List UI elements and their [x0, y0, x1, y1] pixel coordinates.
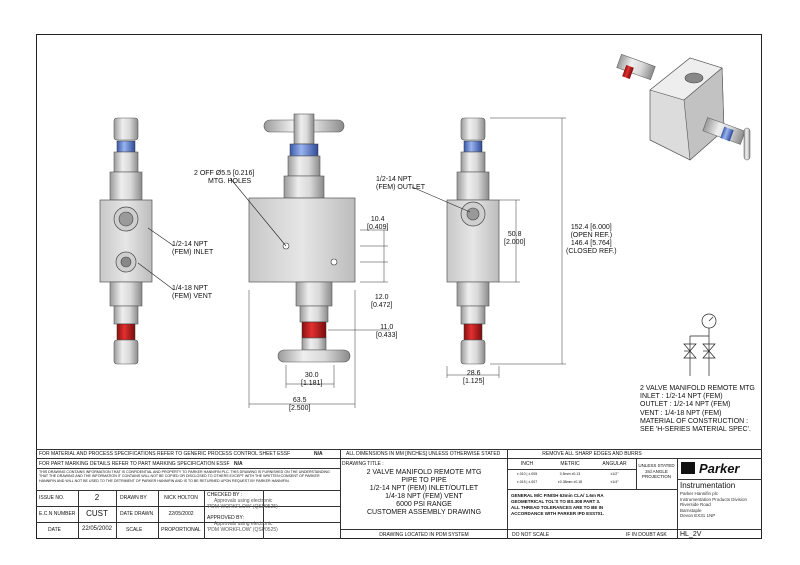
scale: PROPORTIONAL [161, 527, 201, 533]
dimensions-note: ALL DIMENSIONS IN MM [INCHES] UNLESS OTH… [346, 451, 501, 457]
scale-label: SCALE [126, 527, 143, 533]
dim-63-5: 63.5[2.500] [289, 397, 311, 412]
inlet-label: 1/2-14 NPT(FEM) INLET [172, 241, 214, 256]
do-not-scale: DO NOT SCALE [512, 532, 550, 538]
tol-cell: 0.5mm ±0.13 [559, 472, 581, 476]
date-label: DATE [48, 527, 61, 533]
spec-row-1-value: N/A [314, 451, 323, 457]
dim-30-0: 30.0[1.181] [301, 372, 323, 387]
ecn-label: E.C.N NUMBER [39, 511, 76, 517]
title-block: FOR MATERIAL AND PROCESS SPECIFICATIONS … [36, 449, 762, 539]
dim-50-8: 50.8[2.000] [504, 231, 526, 246]
center-view [229, 113, 390, 408]
approved-by-label: APPROVED BY: [207, 515, 244, 521]
division-title: Instrumentation [680, 481, 736, 490]
approved-approvals: Approvals using electronic [214, 521, 273, 527]
dim-28-6: 28.6[1.125] [463, 370, 485, 385]
left-view [99, 117, 175, 365]
drawing-frame [36, 34, 762, 539]
date-drawn-label: DATE DRAWN [120, 511, 154, 517]
drawing-title-label: DRAWING TITLE : [342, 461, 384, 467]
burrs-note: REMOVE ALL SHARP EDGES AND BURRS [542, 451, 642, 457]
checked-approvals: Approvals using electronic [214, 498, 273, 504]
tol-cell: ±1/2° [610, 472, 619, 476]
dim-10-4: 10.4[0.409] [367, 216, 389, 231]
date-drawn: 22/05/2002 [168, 511, 194, 517]
mounting-holes-label: 2 OFF Ø5.5 [0.216]MTG. HOLES [194, 170, 255, 185]
drawn-by-label: DRAWN BY [120, 495, 147, 501]
pdm-note: DRAWING LOCATED IN PDM SYSTEM [379, 532, 469, 538]
issue-no: 2 [94, 493, 100, 502]
issue-no-label: ISSUE NO. [39, 495, 65, 501]
drawn-by: NICK HOLTON [164, 495, 198, 501]
dim-12-0: 12.0[0.472] [371, 294, 393, 309]
confidential-notice: THIS DRAWING CONTAINS INFORMATION THAT I… [39, 470, 330, 483]
tol-cell: ±.010 | ±.005 [516, 472, 538, 476]
parker-logo: Parker [679, 459, 761, 478]
approved-workflow: 'PDM WORKFLOW' (QSP0525) [207, 527, 278, 533]
spec-row-1: FOR MATERIAL AND PROCESS SPECIFICATIONS … [39, 451, 291, 457]
ecn-number: CUST [86, 509, 108, 518]
checked-workflow: 'PDM WORKFLOW' (QSP0525) [207, 504, 278, 510]
drawing-number: HL_2V [680, 531, 702, 538]
tol-cell: ±.015 | ±.007 [516, 480, 538, 484]
dim-11-0: 11.0[0.433] [376, 324, 398, 339]
tol-header-angular: ANGULAR [602, 461, 627, 467]
date: 22/05/2002 [81, 526, 113, 532]
tol-header-inch: INCH [520, 461, 534, 467]
outlet-label: 1/2-14 NPT(FEM) OUTLET [376, 176, 425, 191]
spec-row-2: FOR PART MARKING DETAILS REFER TO PART M… [39, 461, 230, 467]
if-in-doubt: IF IN DOUBT ASK [626, 532, 667, 538]
tol-cell: ±1/4° [610, 480, 619, 484]
right-view [411, 117, 566, 378]
dim-152-4: 152.4 [6.000](OPEN REF.)146.4 [5.764](CL… [566, 224, 617, 255]
checked-by-label: CHECKED BY : [207, 492, 243, 498]
valve-schematic [683, 313, 717, 376]
tol-cell: ±0.38mm ±0.18 [557, 480, 583, 484]
isometric-view [616, 53, 751, 161]
tol-header-metric: METRIC [560, 461, 580, 467]
spec-row-2-value: N/A [234, 461, 243, 467]
vent-label: 1/4-18 NPT(FEM) VENT [172, 285, 213, 300]
